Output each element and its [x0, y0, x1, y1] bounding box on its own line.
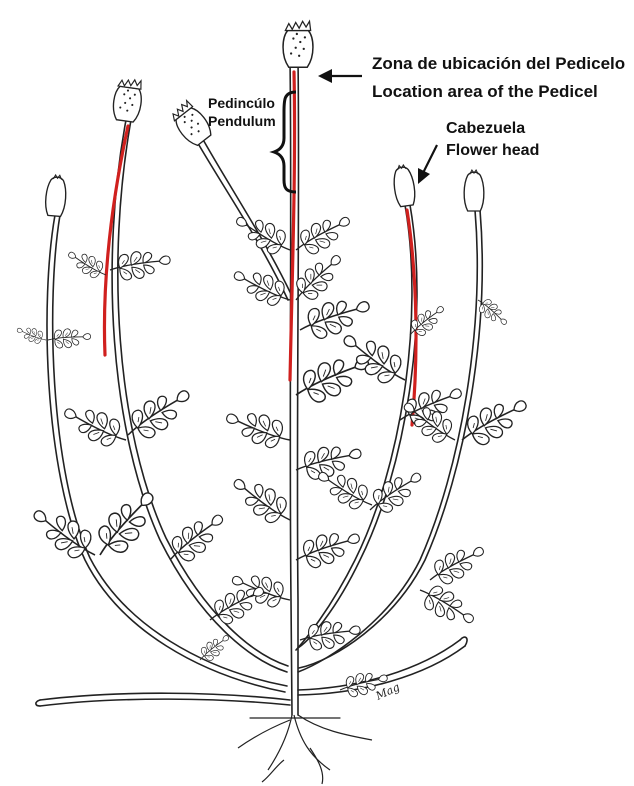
flower-head-label-es: Cabezuela [446, 120, 525, 137]
pedicel-zone-label-en: Location area of the Pedicel [372, 82, 598, 101]
pedicel-zone-label-es: Zona de ubicación del Pedicelo [372, 54, 625, 73]
roots [238, 715, 372, 784]
peduncle-label-en: Pendulum [208, 113, 276, 129]
artist-signature: Mag [373, 680, 402, 703]
peduncle-label-es: Pedincúlo [208, 95, 275, 111]
pedicel-arrow-icon [318, 69, 362, 83]
flower-head-arrow-icon [418, 145, 437, 184]
leaves [15, 208, 533, 701]
flower-head-label-en: Flower head [446, 142, 539, 159]
